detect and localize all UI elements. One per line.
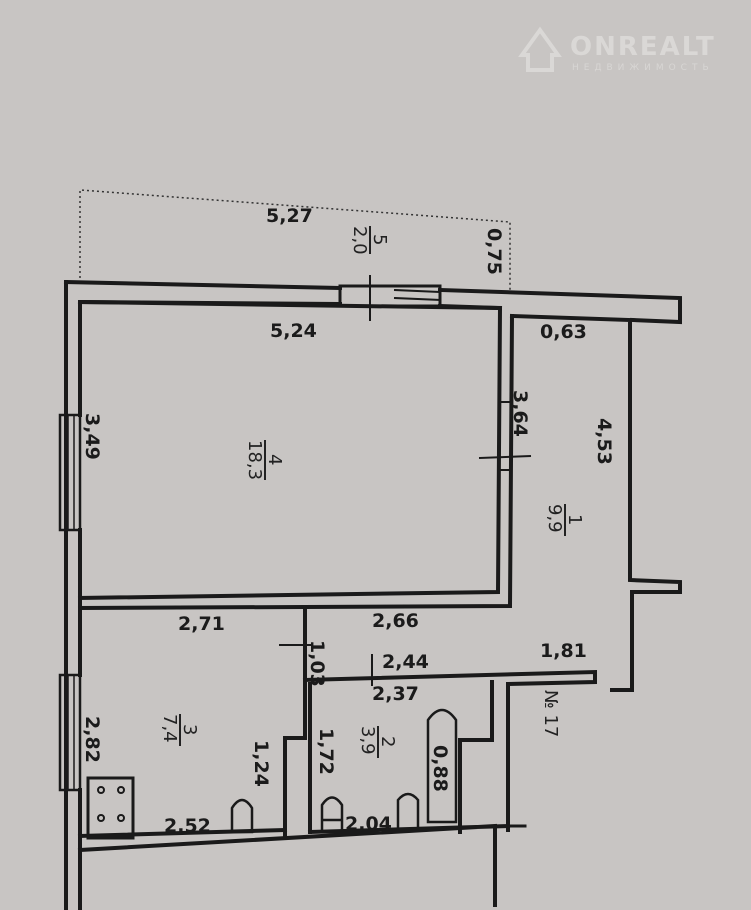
balcony-area-fraction: 5 2,0 (349, 226, 390, 255)
bathroom-top-outer: 2,44 (382, 651, 429, 673)
kitchen-side: 1,24 (250, 740, 272, 787)
balcony-area: 2,0 (349, 226, 370, 255)
living-room-area: 18,3 (244, 440, 265, 480)
balcony-number: 5 (369, 234, 390, 245)
hallway-area-fraction: 1 9,9 (544, 504, 585, 536)
bathroom-side: 1,72 (315, 728, 337, 775)
kitchen-number: 3 (179, 724, 200, 735)
bathtub-icon (426, 708, 458, 824)
house-logo-icon (518, 26, 562, 72)
walls (58, 275, 682, 910)
living-room-number: 4 (264, 454, 285, 465)
hallway-width: 2,66 (372, 610, 419, 632)
stove-icon (86, 776, 135, 840)
kitchen-width: 2,82 (81, 716, 103, 763)
toilet-icon (320, 796, 344, 834)
watermark: ONREALT НЕДВИЖИМОСТЬ (518, 26, 716, 73)
sink-icon (230, 798, 254, 834)
hallway-number: 1 (564, 514, 585, 525)
living-room-area-fraction: 4 18,3 (244, 440, 285, 480)
kitchen-length: 2,71 (178, 613, 225, 635)
balcony-width: 0,75 (483, 228, 505, 275)
kitchen-area: 7,4 (159, 714, 180, 743)
bathroom-number: 2 (377, 736, 398, 747)
hallway-bottom: 1,81 (540, 640, 587, 662)
hallway-door: 1,03 (306, 640, 328, 687)
bathtub-length: 0,88 (429, 745, 451, 792)
washbasin-icon (396, 792, 420, 832)
bathroom-top: 2,37 (372, 683, 419, 705)
apartment-number: № 17 (540, 690, 561, 737)
living-room-width: 3,49 (81, 413, 103, 460)
hallway-area: 9,9 (544, 504, 565, 533)
kitchen-area-fraction: 3 7,4 (159, 714, 200, 746)
living-room-side: 3,64 (509, 390, 531, 437)
hallway-length: 4,53 (593, 418, 615, 465)
living-room-length: 5,24 (270, 320, 317, 342)
watermark-subtitle: НЕДВИЖИМОСТЬ (572, 63, 714, 73)
bathroom-area: 3,9 (357, 726, 378, 755)
balcony-length: 5,27 (266, 205, 313, 227)
kitchen-bottom: 2,52 (164, 815, 211, 837)
bathroom-bottom: 2,04 (345, 813, 392, 835)
hallway-top: 0,63 (540, 321, 587, 343)
watermark-brand: ONREALT (570, 32, 716, 62)
bathroom-area-fraction: 2 3,9 (357, 726, 398, 758)
